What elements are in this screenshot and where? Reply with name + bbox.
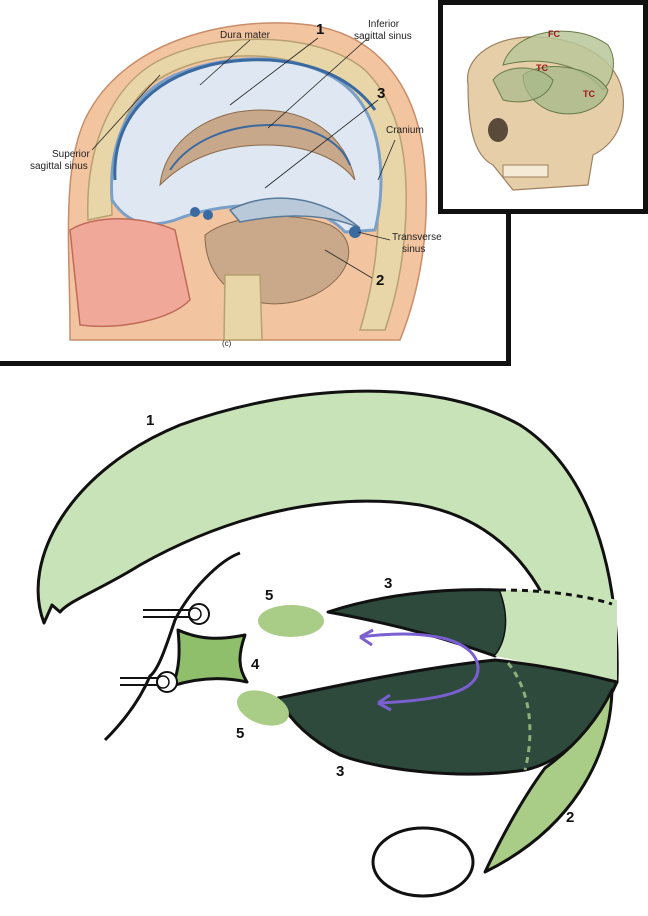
leader-inferior [267, 37, 369, 129]
diaphragma-sellae [170, 628, 249, 688]
label-number-2: 2 [376, 272, 384, 289]
label-fc: FC [548, 29, 560, 39]
leader-3 [264, 99, 379, 189]
schematic-panel: 1 3 3 2 4 5 5 [0, 375, 648, 916]
number-4: 4 [251, 656, 260, 673]
dural-folds-schematic: 1 3 3 2 4 5 5 [36, 389, 619, 898]
dashed-line-upper [499, 588, 613, 606]
number-5-upper: 5 [265, 587, 273, 604]
skull-illustration: FC TC TC [443, 5, 643, 209]
dashed-line-lower [506, 662, 532, 771]
label-superior-line1: Superior [52, 149, 90, 160]
number-3-lower: 3 [336, 763, 344, 780]
skull-panel: FC TC TC [438, 0, 648, 214]
falx-cerebelli [483, 688, 614, 874]
cranium-bone [87, 38, 407, 331]
sinus-dot-2 [203, 210, 213, 220]
arrowhead-upper [359, 628, 374, 647]
label-number-1: 1 [316, 21, 324, 38]
leader-transverse [357, 231, 391, 241]
superior-sagittal-sinus-line [113, 58, 377, 181]
number-3-upper: 3 [384, 575, 392, 592]
label-superior-line2: sagittal sinus [30, 161, 88, 172]
transverse-sinus-shape [349, 226, 361, 238]
label-transverse-line2: sinus [402, 244, 425, 255]
label-transverse-line1: Transverse [392, 232, 442, 243]
label-tc-left: TC [536, 63, 548, 73]
leader-dura [199, 39, 251, 86]
inferior-sagittal-sinus-line [169, 123, 351, 171]
arrowhead-lower [377, 693, 392, 712]
pin-lower [120, 671, 178, 693]
direction-arrow [359, 632, 480, 705]
anterior-clinoid-lower [237, 690, 289, 726]
falx-posterior-segment [495, 590, 617, 682]
leader-cranium [377, 139, 396, 181]
number-5-lower: 5 [236, 725, 244, 742]
falx-cerebri-shape [502, 30, 614, 91]
foramen-magnum [371, 826, 475, 898]
leader-2 [324, 249, 373, 279]
anterior-clinoid-upper [258, 605, 324, 637]
tentorium-shape-left [492, 67, 554, 103]
tentorium-upper-lobe [326, 588, 508, 658]
number-2: 2 [566, 809, 574, 826]
label-inferior-line2: sagittal sinus [354, 31, 412, 42]
eye-socket [488, 118, 508, 142]
leader-1 [229, 37, 319, 106]
pin-upper [143, 603, 210, 625]
sagittal-section-panel: Dura mater 1 Inferior sagittal sinus 3 C… [0, 0, 511, 366]
teeth [502, 164, 549, 178]
leader-superior [91, 74, 161, 151]
label-inferior-line1: Inferior [368, 19, 400, 30]
spine [223, 274, 263, 341]
label-cranium: Cranium [386, 125, 424, 136]
panel-tag: (c) [222, 339, 232, 348]
tentorium [228, 197, 361, 229]
sagittal-section-illustration: Dura mater 1 Inferior sagittal sinus 3 C… [30, 19, 442, 348]
nasal-cavity [69, 218, 191, 328]
number-1: 1 [146, 412, 154, 429]
label-tc-right: TC [583, 89, 595, 99]
sinus-dot [190, 207, 200, 217]
label-dura-mater: Dura mater [220, 30, 271, 41]
label-number-3: 3 [377, 85, 385, 102]
sphenoid-outline [103, 551, 241, 742]
